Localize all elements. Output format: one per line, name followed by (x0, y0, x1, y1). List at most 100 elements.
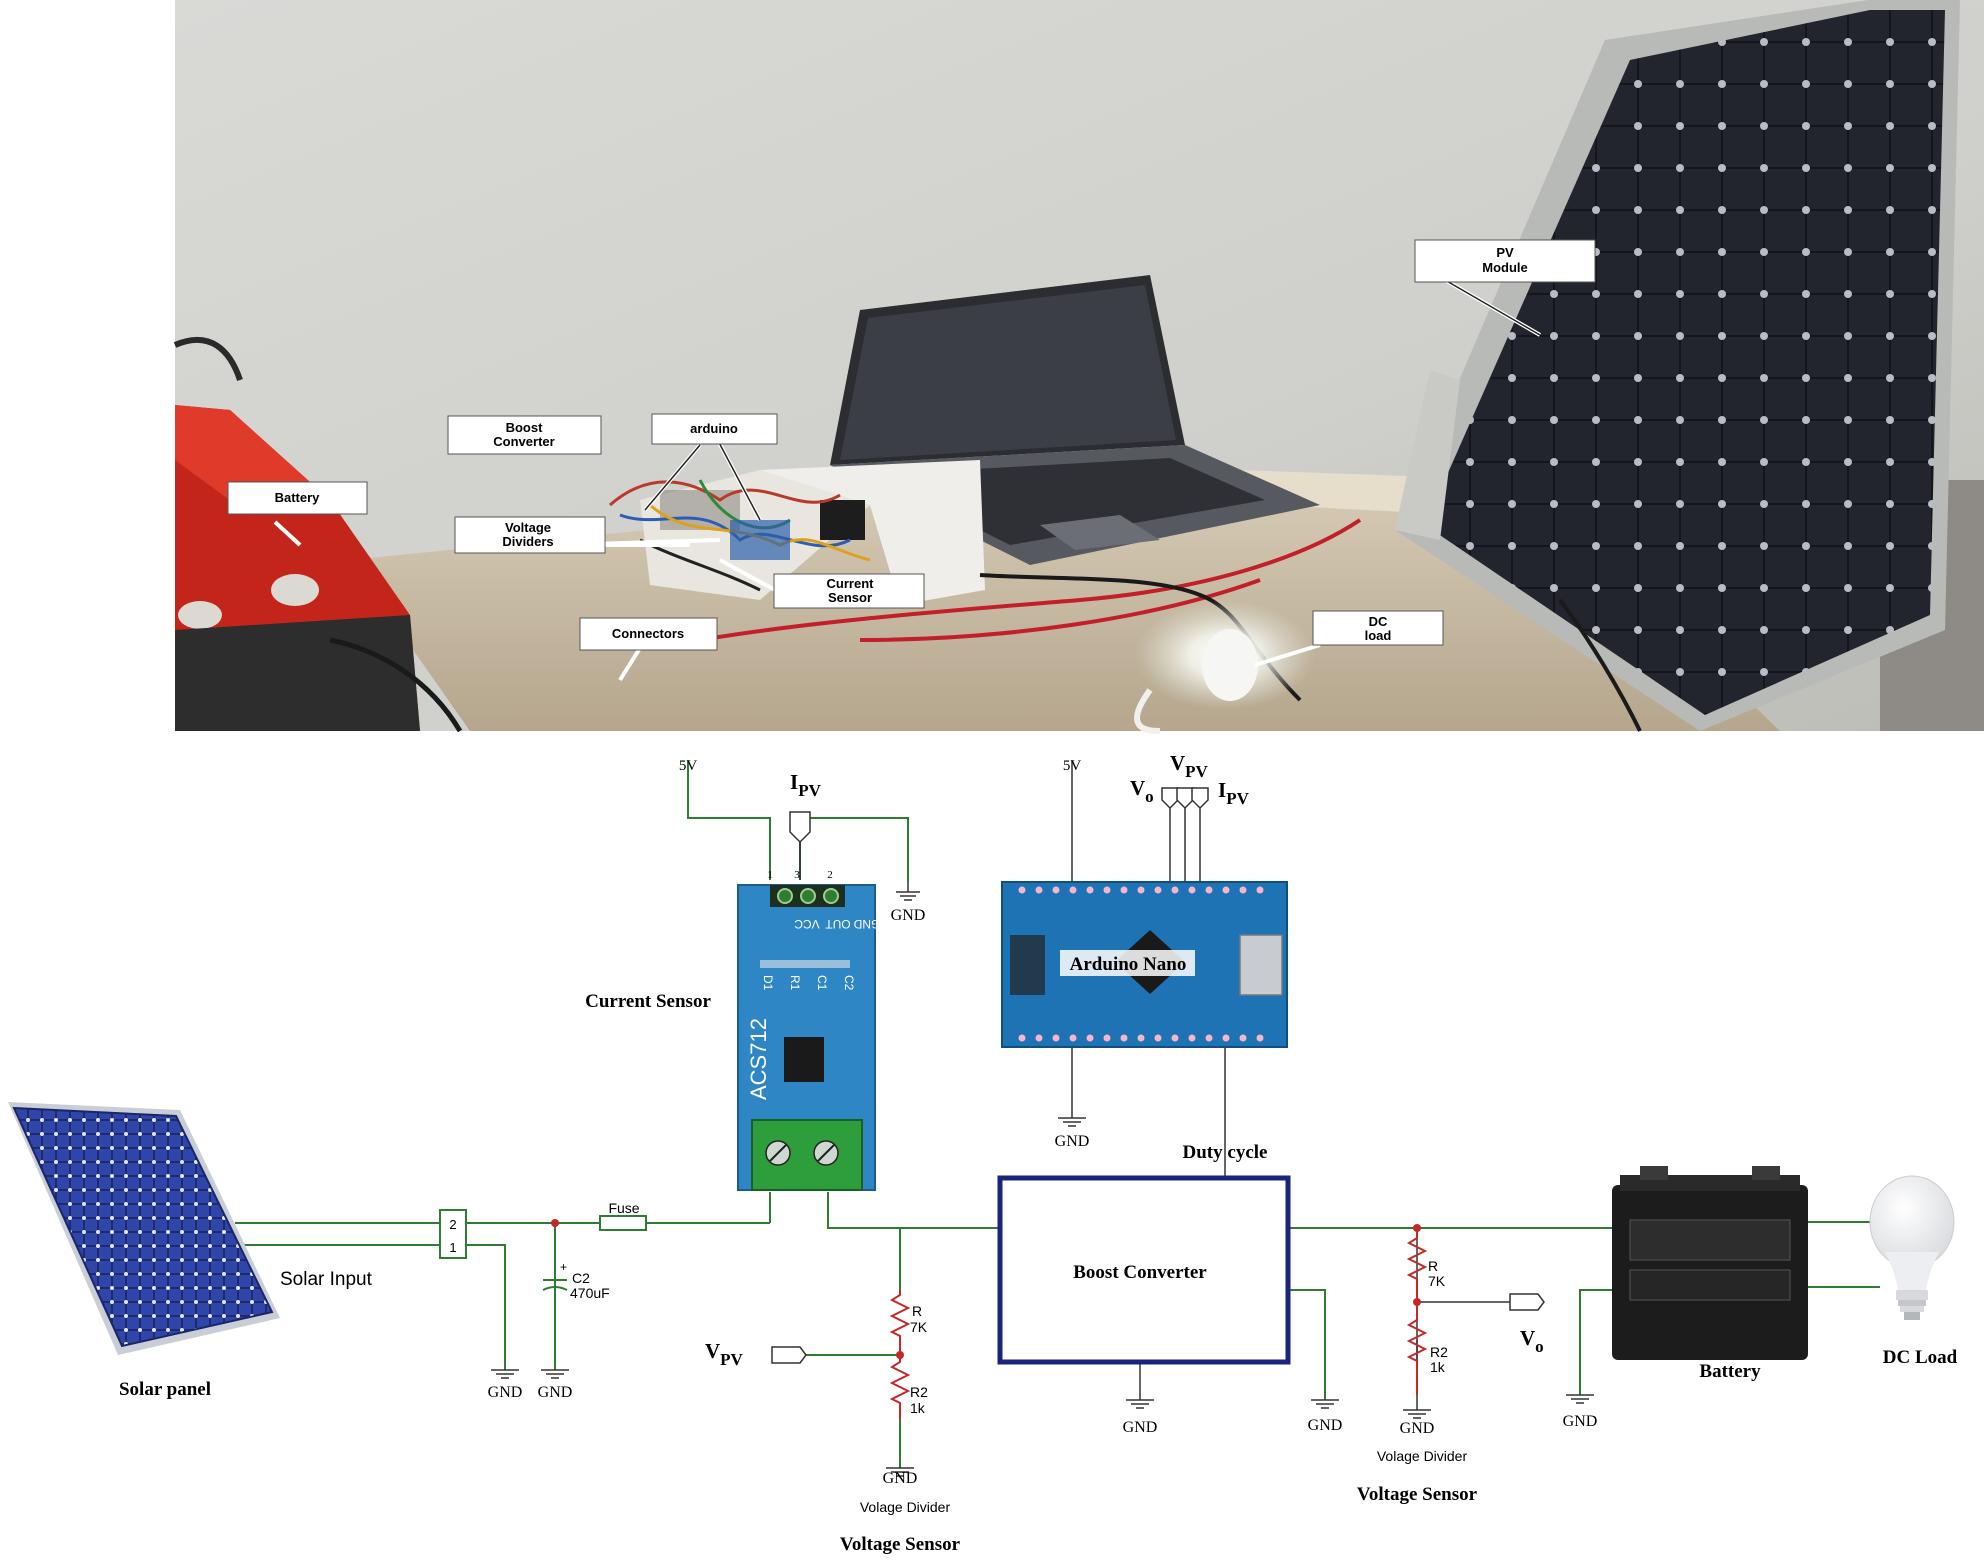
solar-panel-label: Solar panel (119, 1379, 211, 1400)
solar-panel (8, 1102, 280, 1355)
svg-text:7K: 7K (910, 1319, 928, 1335)
svg-text:7K: 7K (1428, 1273, 1446, 1289)
arduino-analog-probes: Vo VPV IPV (1130, 751, 1250, 810)
acs-pin-2: 2 (827, 869, 833, 881)
voltage-sensor-input-label: Voltage Sensor (840, 1534, 961, 1555)
svg-text:Dividers: Dividers (502, 534, 553, 549)
acs-part-r1: R1 (788, 975, 802, 991)
battery-label: Battery (1699, 1361, 1761, 1382)
breadboard-setup (609, 460, 985, 605)
lab-photo: PV Module Boost Converter arduino Batter… (173, 0, 1984, 734)
callout-arduino: arduino (651, 413, 778, 445)
voltage-divider-input: R 7K R2 1k GND VPV Volage Divider Voltag… (705, 1290, 961, 1555)
gnd-boost-output: GND (1308, 1399, 1343, 1434)
current-sensor-module: 1 3 2 GND OUT VCC D1 R1 C1 C2 ACS712 (737, 869, 880, 1191)
acs-part-c1: C1 (815, 975, 829, 991)
svg-text:GND: GND (883, 1470, 918, 1487)
svg-text:2: 2 (449, 1217, 456, 1232)
svg-text:Converter: Converter (493, 434, 554, 449)
svg-text:470uF: 470uF (570, 1285, 610, 1301)
voltage-divider-input-label: Volage Divider (860, 1499, 951, 1515)
solar-input-label: Solar Input (280, 1269, 373, 1290)
vo-divider-label: Vo (1520, 1326, 1544, 1356)
boost-converter-label: Boost Converter (1073, 1262, 1207, 1283)
svg-text:Sensor: Sensor (828, 590, 872, 605)
svg-text:GND: GND (488, 1384, 523, 1401)
boost-converter-block: Boost Converter (997, 1175, 1291, 1365)
dc-load-bulb (1869, 1175, 1955, 1320)
callout-boost-converter: Boost Converter (447, 415, 602, 455)
gnd-arduino: GND (1055, 1117, 1090, 1150)
callout-connectors: Connectors (579, 617, 718, 651)
svg-text:Boost: Boost (506, 420, 544, 435)
ipv-label: IPV (790, 770, 822, 800)
vpv-divider-label: VPV (705, 1339, 744, 1369)
svg-text:Voltage: Voltage (505, 520, 551, 535)
svg-text:Fuse: Fuse (608, 1200, 639, 1216)
svg-text:GND: GND (1308, 1417, 1343, 1434)
acs-part-c2: C2 (842, 975, 856, 991)
acs-pin-3: 3 (794, 869, 800, 881)
gnd-current-sensor: GND (891, 882, 926, 924)
callout-pv-module: PV Module (1414, 239, 1596, 283)
svg-text:R: R (1428, 1258, 1438, 1274)
callout-dc-load: DC load (1312, 610, 1444, 646)
voltage-sensor-output-label: Voltage Sensor (1357, 1484, 1478, 1505)
current-sensor-5v-label: 5V (679, 758, 698, 774)
gnd-battery: GND (1563, 1394, 1598, 1430)
arduino-header-pins (1018, 886, 1264, 1042)
svg-text:GND: GND (1400, 1420, 1435, 1437)
callout-battery: Battery (227, 481, 368, 515)
svg-text:Module: Module (1482, 260, 1528, 275)
arduino-nano-label: Arduino Nano (1070, 954, 1187, 975)
svg-text:PV: PV (1496, 245, 1514, 260)
arduino-vo-label: Vo (1130, 776, 1154, 806)
fuse: Fuse (599, 1200, 647, 1231)
callout-leaders-dark (644, 279, 1541, 521)
svg-text:Connectors: Connectors (612, 626, 684, 641)
svg-text:R: R (912, 1303, 922, 1319)
svg-text:GND: GND (1055, 1133, 1090, 1150)
wiring (235, 760, 1880, 1468)
gnd-connector: GND (488, 1369, 523, 1401)
dc-load-label: DC Load (1883, 1347, 1958, 1368)
arduino-nano: Arduino Nano (1001, 881, 1288, 1048)
ipv-probe: IPV (789, 770, 822, 880)
gnd-boost: GND (1123, 1399, 1158, 1436)
dc-load-lamp (1134, 600, 1315, 734)
acs-out-pin-label: OUT (825, 917, 851, 931)
arduino-5v-label: 5V (1063, 758, 1082, 774)
svg-text:Current: Current (827, 576, 875, 591)
voltage-divider-output: R 7K R2 1k Vo GND Volage Divider Voltage… (1357, 1224, 1545, 1505)
svg-text:C2: C2 (572, 1270, 590, 1286)
svg-text:GND: GND (1123, 1419, 1158, 1436)
gnd-capacitor: GND (538, 1369, 573, 1401)
svg-text:DC: DC (1369, 614, 1388, 629)
pv-module (1395, 0, 1960, 731)
svg-text:GND: GND (1563, 1413, 1598, 1430)
arduino-vpv-label: VPV (1170, 751, 1209, 781)
svg-text:arduino: arduino (690, 421, 738, 436)
svg-text:R2: R2 (1430, 1344, 1448, 1360)
schematic: 5V 5V IPV 1 3 2 GND OUT VCC D1 R1 (8, 751, 1958, 1555)
acs712-label: ACS712 (746, 1018, 771, 1100)
battery-component (1612, 1166, 1808, 1360)
svg-text:1k: 1k (910, 1400, 926, 1416)
svg-text:Battery: Battery (275, 490, 321, 505)
acs-part-d1: D1 (761, 975, 775, 991)
current-sensor-label: Current Sensor (585, 991, 711, 1012)
capacitor-c2: + C2 470uF (542, 1260, 610, 1301)
svg-text:GND: GND (891, 907, 926, 924)
acs-gnd-pin-label: GND (853, 917, 880, 931)
svg-text:+: + (560, 1260, 567, 1274)
svg-text:load: load (1365, 628, 1392, 643)
callout-current-sensor: Current Sensor (773, 573, 925, 609)
acs-pin-1: 1 (767, 869, 773, 881)
solar-input-connector: 2 1 (439, 1209, 467, 1259)
svg-text:1: 1 (449, 1240, 456, 1255)
svg-text:R2: R2 (910, 1384, 928, 1400)
duty-cycle-label: Duty cycle (1183, 1142, 1268, 1163)
svg-text:GND: GND (538, 1384, 573, 1401)
callout-voltage-dividers: Voltage Dividers (454, 516, 606, 554)
